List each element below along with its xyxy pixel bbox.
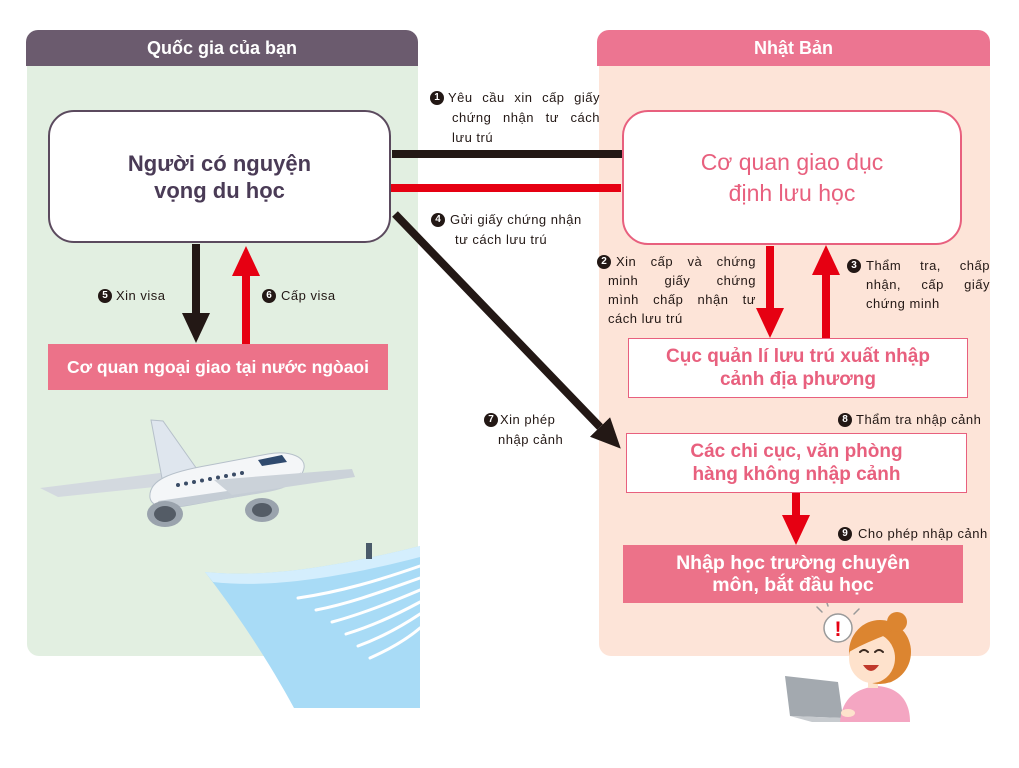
step-7-number: 7 [484,412,498,427]
enrollment-node: Nhập học trường chuyên môn, bắt đầu học [623,545,963,603]
airport-office-node-line: Các chi cục, văn phòng [690,441,903,462]
step-1-number: 1 [430,90,444,105]
step-5-number: 5 [98,288,112,303]
airport-office-node-line: hàng không nhập cảnh [692,464,901,485]
japan-header: Nhật Bản [597,30,990,66]
embassy-node: Cơ quan ngoại giao tại nước ngòaoi [48,344,388,390]
school-node-line: định lưu học [728,179,856,206]
step-3-text: Thẩm tra, chấp [866,258,990,273]
step-2-number: 2 [597,254,611,269]
school-node-line: Cơ quan giao dục [700,148,884,175]
step-2-text: minh giấy chứng [608,273,756,288]
step-1-text: lưu trú [452,130,494,145]
step-3-text: chứng minh [866,296,940,311]
step-4-text: Gửi giấy chứng nhận [450,212,582,227]
step-7-text: nhập cảnh [498,432,564,447]
airport-office-node: Các chi cục, văn phòng hàng không nhập c… [626,433,967,493]
step-3-number: 3 [847,258,861,273]
student-node-line: vọng du học [154,177,285,203]
woman-body [840,686,910,722]
immigration-bureau-node-line: Cục quản lí lưu trú xuất nhập [666,346,930,367]
immigration-bureau-node: Cục quản lí lưu trú xuất nhập cảnh địa p… [628,338,968,398]
student-node-line: Người có nguyện [127,150,312,176]
embassy-node-line: Cơ quan ngoại giao tại nước ngòaoi [66,356,369,377]
step-8-number: 8 [838,412,852,427]
step-6-number: 6 [262,288,276,303]
step-2-text: cách lưu trú [608,311,683,326]
step-4-number: 4 [431,212,445,227]
woman-hand [841,709,855,717]
step-1-text: chứng nhận tư cách [452,110,600,125]
woman-smile [863,665,879,671]
student-node: Người có nguyện vọng du học [48,110,391,243]
enrollment-node-line: môn, bắt đầu học [712,574,874,596]
step-5-text: Xin visa [116,288,166,303]
school-node: Cơ quan giao dục định lưu học [622,110,962,245]
immigration-bureau-node-line: cảnh địa phương [719,369,877,390]
step-2-text: mình chấp nhận tư [608,292,756,307]
laptop [785,676,843,718]
step-6-text: Cấp visa [281,288,336,303]
step-9-number: 9 [838,526,852,541]
step-3-text: nhận, cấp giấy [866,277,990,292]
step-1-text: Yêu cầu xin cấp giấy [448,90,600,105]
step-9-text: Cho phép nhập cảnh [858,526,988,541]
step-7-text: Xin phép [500,412,556,427]
step-2-text: Xin cấp và chứng [616,254,756,269]
enrollment-node-line: Nhập học trường chuyên [676,552,910,574]
home-country-header: Quốc gia của bạn [26,30,418,66]
step-4-text: tư cách lưu trú [455,232,548,247]
step-8-text: Thẩm tra nhập cảnh [856,412,982,427]
